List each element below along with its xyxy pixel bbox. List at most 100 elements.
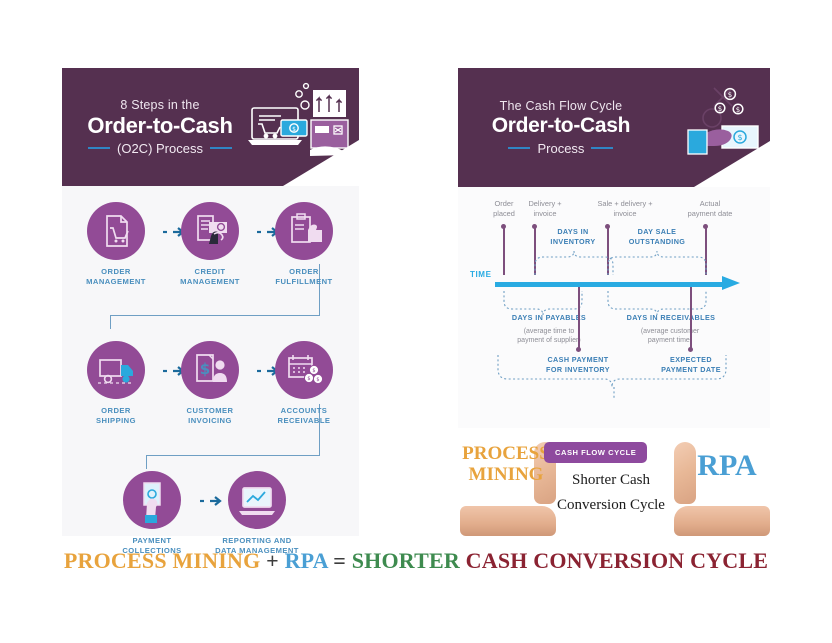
step-icon-bubble: $$$ xyxy=(275,341,333,399)
svg-text:$: $ xyxy=(312,368,315,374)
arrow-step7-to-step8-icon xyxy=(200,496,222,506)
timeline-marker-dot xyxy=(703,224,708,229)
svg-text:$: $ xyxy=(737,133,742,142)
svg-text:$: $ xyxy=(718,105,722,113)
rule-left-icon xyxy=(88,147,111,150)
left-header-superline: 8 Steps in the xyxy=(120,98,200,113)
summary-caption: PROCESS MINING + RPA = SHORTER CASH CONV… xyxy=(0,548,832,574)
calendar-coins-icon: $$$ xyxy=(288,355,324,385)
step-order-fulfillment[interactable]: ORDER FULFILLMENT xyxy=(260,202,348,287)
cart-document-icon xyxy=(106,215,129,247)
laptop-ecommerce-illustration: $ xyxy=(248,82,349,156)
connector-row1-to-row2-horizontal xyxy=(110,315,319,316)
left-header-text: 8 Steps in the Order-to-Cash (O2C) Proce… xyxy=(62,68,258,186)
span-label-days-in-payables: DAYS IN PAYABLES xyxy=(511,313,587,322)
step-label: CREDIT MANAGEMENT xyxy=(180,267,240,287)
timeline-marker-stem xyxy=(503,227,505,275)
right-header-superline: The Cash Flow Cycle xyxy=(499,99,623,114)
svg-text:$: $ xyxy=(728,91,732,99)
svg-text:$: $ xyxy=(200,360,210,378)
caption-equals-sign: = xyxy=(333,548,347,573)
timeline-axis-bar xyxy=(495,282,727,287)
timeline-event-label-delivery-invoice: Delivery + invoice xyxy=(528,199,562,218)
timeline-event-label-actual-payment-date: Actual payment date xyxy=(687,199,733,218)
laptop-chart-icon xyxy=(239,487,275,515)
right-header-title: Order-to-Cash xyxy=(491,114,631,138)
timeline-marker-dot xyxy=(532,224,537,229)
lower-marker-dot xyxy=(576,347,581,352)
left-header-subtitle: (O2C) Process xyxy=(117,140,203,156)
timeline-marker-dot xyxy=(501,224,506,229)
timeline-event-label-sale-delivery-invoice: Sale + delivery + invoice xyxy=(597,199,653,218)
lower-marker-dot xyxy=(688,347,693,352)
shorter-cash-conversion-message: Shorter Cash Conversion Cycle xyxy=(557,472,665,513)
step-reporting-data-management[interactable]: REPORTING AND DATA MANAGEMENT xyxy=(205,471,309,556)
svg-text:$: $ xyxy=(292,126,296,133)
step-icon-bubble xyxy=(181,202,239,260)
left-header-title: Order-to-Cash xyxy=(87,113,233,139)
caption-process-mining: PROCESS MINING xyxy=(63,548,261,573)
rule-left-icon xyxy=(508,147,531,150)
left-header-subtitle-row: (O2C) Process xyxy=(88,141,232,156)
connector-row3-entry xyxy=(146,455,147,469)
caption-rpa: RPA xyxy=(284,548,328,573)
delivery-truck-icon xyxy=(98,359,134,384)
right-header-text: The Cash Flow Cycle Order-to-Cash Proces… xyxy=(458,68,664,187)
timeline-brace-overlay xyxy=(497,250,727,399)
span-label-days-in-receivables: DAYS IN RECEIVABLES xyxy=(626,313,716,322)
caption-plus-sign: + xyxy=(266,548,279,573)
connector-row1-to-row2-vertical xyxy=(252,264,320,316)
span-note-days-in-receivables: (average customer payment time) xyxy=(640,328,700,345)
step-order-shipping[interactable]: ORDER SHIPPING xyxy=(72,341,160,426)
step-icon-bubble xyxy=(228,471,286,529)
step-label: REPORTING AND DATA MANAGEMENT xyxy=(215,536,299,556)
step-credit-management[interactable]: CREDIT MANAGEMENT xyxy=(166,202,254,287)
timeline-marker-stem xyxy=(607,227,609,275)
right-header-subtitle-row: Process xyxy=(508,141,614,156)
svg-text:$: $ xyxy=(307,376,310,382)
lower-marker-stem xyxy=(690,287,692,349)
rule-right-icon xyxy=(209,147,232,150)
step-icon-bubble xyxy=(275,202,333,260)
cash-flow-timeline-body: Order placed Delivery + invoice Sale + d… xyxy=(458,187,770,536)
lower-marker-stem xyxy=(578,287,580,349)
step-label: ACCOUNTS RECEIVABLE xyxy=(277,406,331,426)
connector-row2-to-row3-horizontal xyxy=(146,455,319,456)
steps-flow-body: ORDER MANAGEMENT xyxy=(62,186,359,555)
svg-text:$: $ xyxy=(316,377,319,383)
step-order-management[interactable]: ORDER MANAGEMENT xyxy=(72,202,160,287)
right-card-header: The Cash Flow Cycle Order-to-Cash Proces… xyxy=(458,68,770,187)
credit-card-hand-icon xyxy=(197,215,227,244)
timeline-marker-dot xyxy=(605,224,610,229)
o2c-steps-infographic-card: 8 Steps in the Order-to-Cash (O2C) Proce… xyxy=(62,68,359,555)
rpa-label: RPA xyxy=(697,449,757,482)
caption-shorter: SHORTER xyxy=(351,548,460,573)
step-customer-invoicing[interactable]: $ CUSTOMER INVOICING xyxy=(166,341,254,426)
span-label-day-sale-outstanding: DAY SALE OUTSTANDING xyxy=(628,227,686,246)
step-accounts-receivable[interactable]: $$$ ACCOUNTS RECEIVABLE xyxy=(260,341,348,426)
span-note-days-in-payables: (average time to payment of supplier) xyxy=(517,328,581,345)
hand-holding-cash-illustration: $$$ $ xyxy=(687,87,759,155)
step-icon-bubble xyxy=(87,202,145,260)
connector-row2-to-row3-vertical xyxy=(319,404,320,456)
left-card-header: 8 Steps in the Order-to-Cash (O2C) Proce… xyxy=(62,68,359,186)
step-label: ORDER SHIPPING xyxy=(96,406,136,426)
step-label: ORDER FULFILLMENT xyxy=(275,267,333,287)
marker-label-cash-payment-for-inventory: CASH PAYMENT FOR INVENTORY xyxy=(546,355,610,374)
step-payment-collections[interactable]: PAYMENT COLLECTIONS xyxy=(108,471,196,556)
marker-label-expected-payment-date: EXPECTED PAYMENT DATE xyxy=(661,355,721,374)
timeline-arrowhead-icon xyxy=(722,276,740,290)
step-label: CUSTOMER INVOICING xyxy=(186,406,234,426)
invoice-person-icon: $ xyxy=(196,354,227,382)
span-label-days-in-inventory: DAYS IN INVENTORY xyxy=(550,227,596,246)
rule-right-icon xyxy=(591,147,614,150)
timeline-marker-stem xyxy=(534,227,536,275)
process-mining-label: PROCESS MINING xyxy=(462,443,550,485)
timeline-marker-stem xyxy=(705,227,707,275)
cash-flow-cycle-badge[interactable]: CASH FLOW CYCLE xyxy=(544,442,648,463)
cash-hand-icon xyxy=(143,482,161,523)
timeline-event-label-order-placed: Order placed xyxy=(493,199,515,218)
step-label: PAYMENT COLLECTIONS xyxy=(122,536,182,556)
step-icon-bubble: $ xyxy=(181,341,239,399)
